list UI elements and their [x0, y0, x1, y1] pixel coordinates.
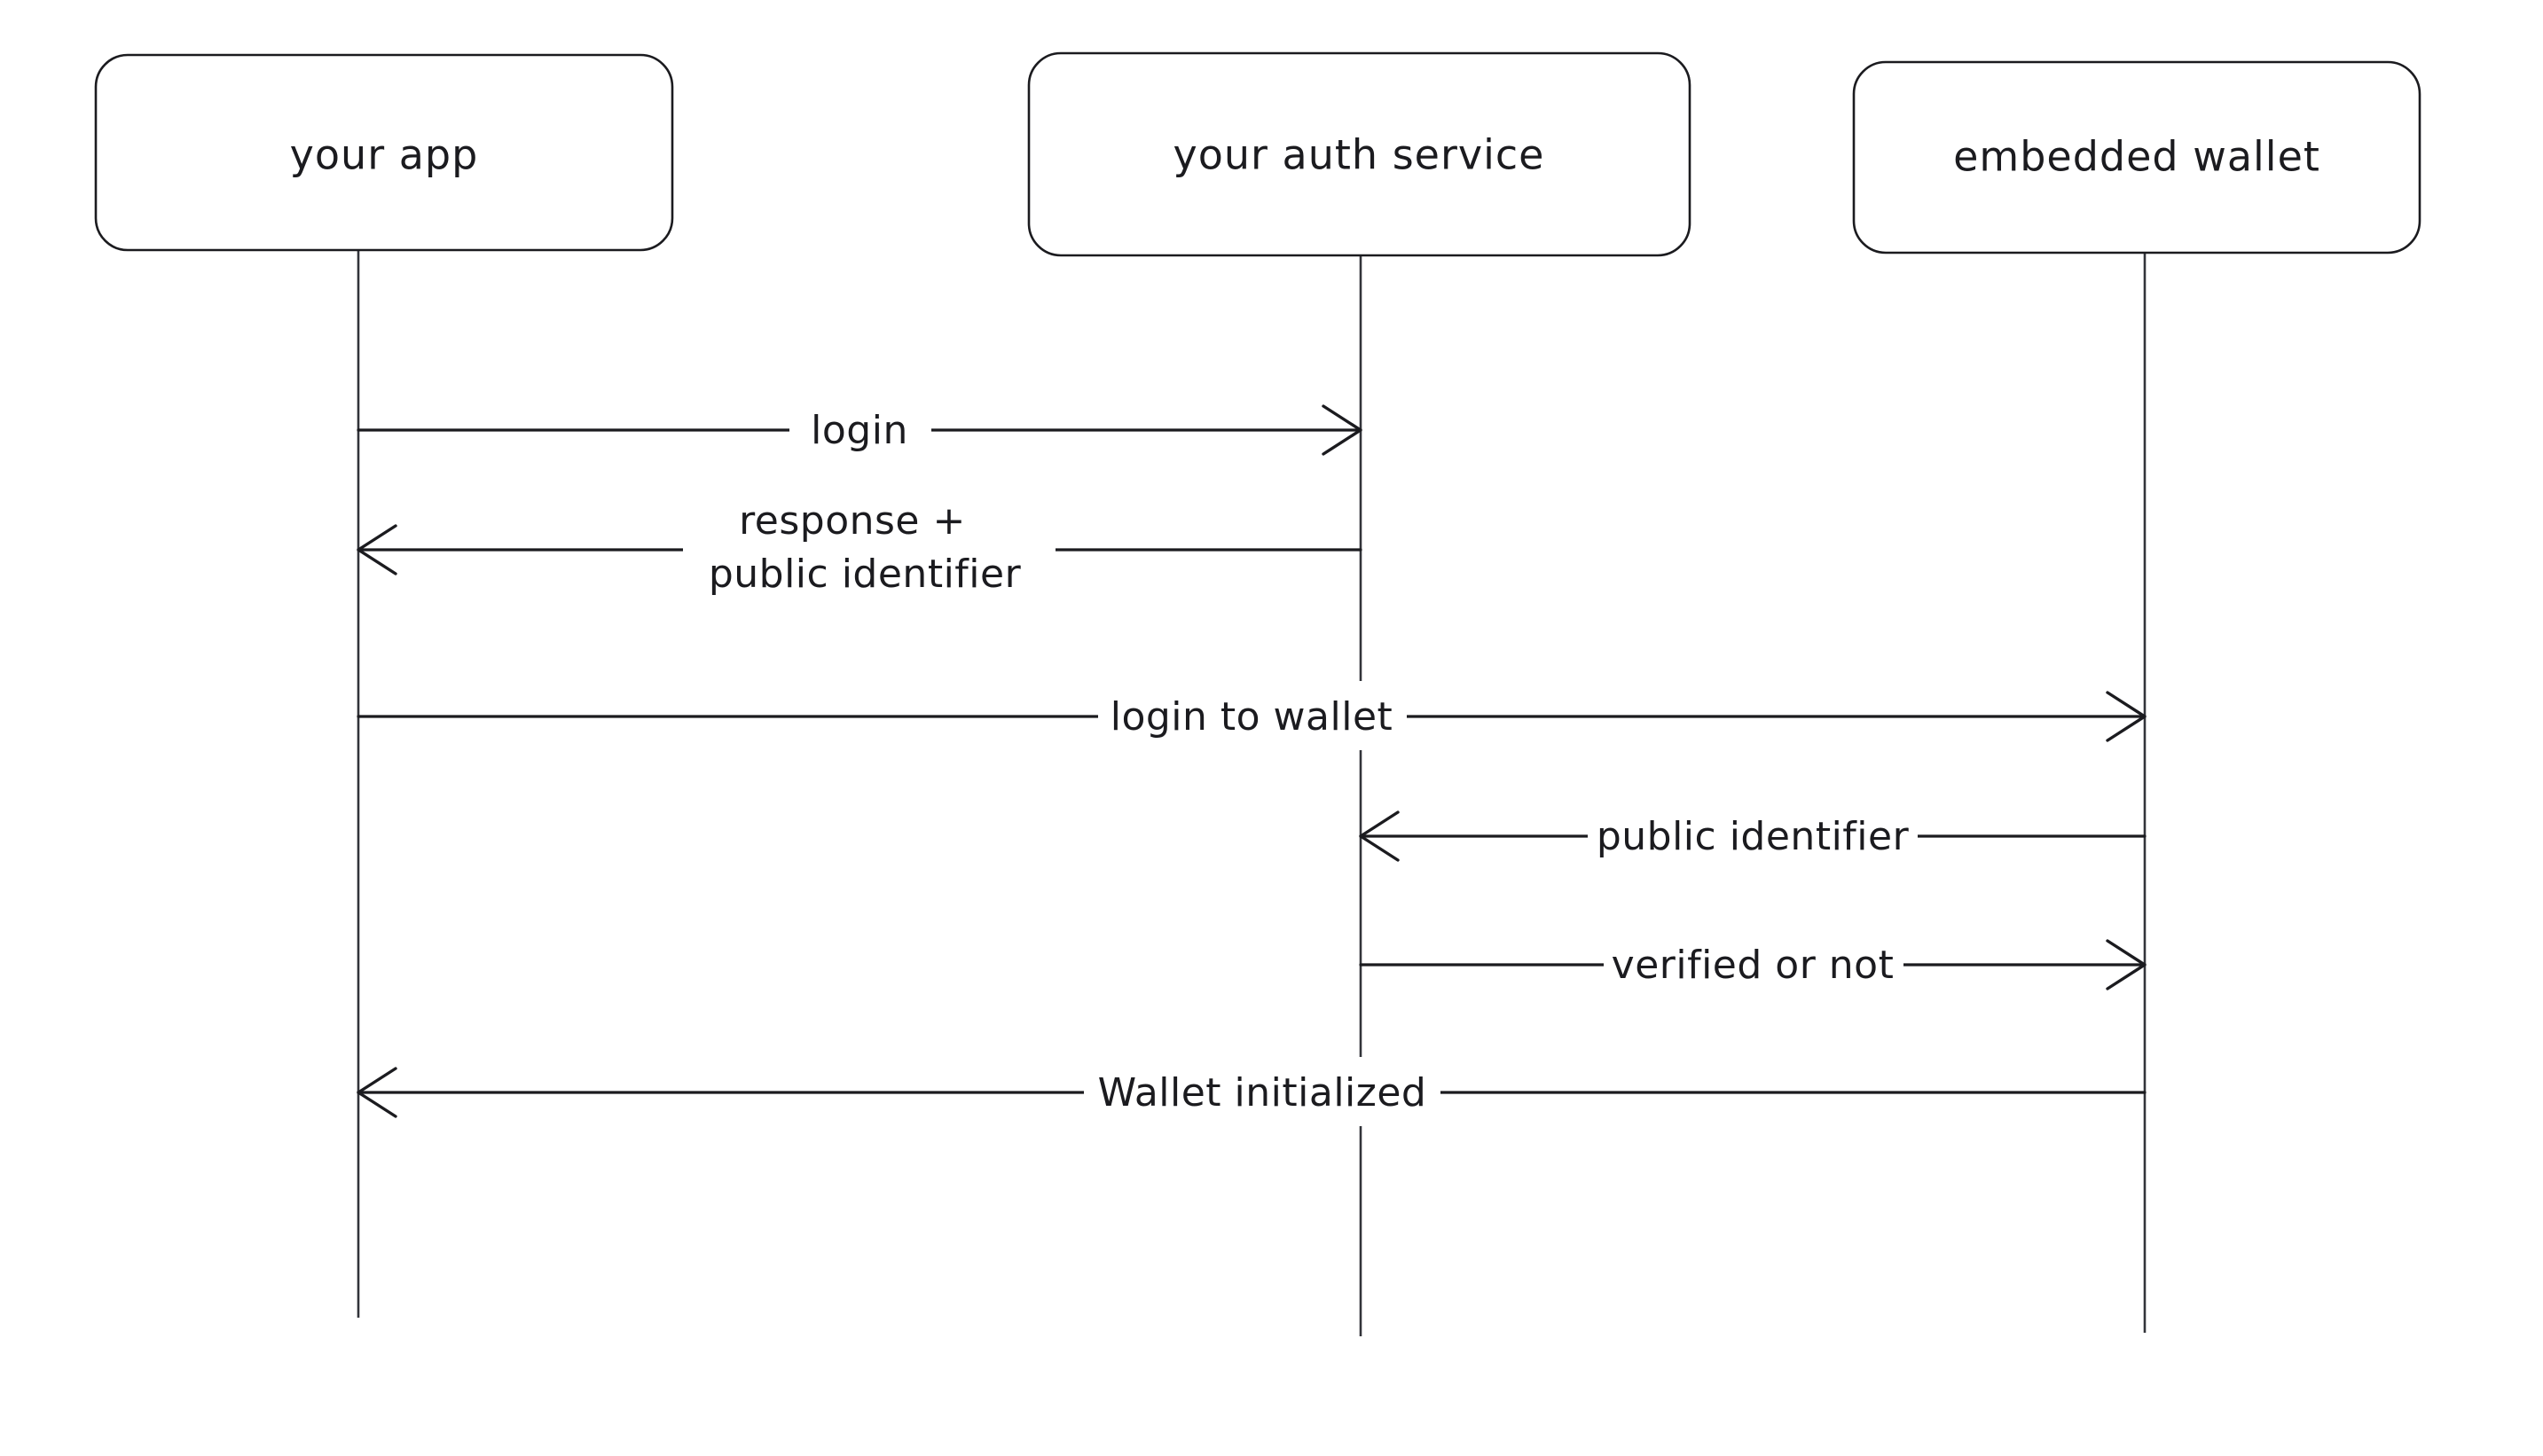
message-login-to-wallet[interactable]: login to wallet	[357, 681, 2147, 750]
message-label-verified-or-not: verified or not	[1612, 943, 1895, 988]
message-public-identifier[interactable]: public identifier	[1359, 801, 2147, 870]
participant-auth[interactable]: your auth service	[1027, 51, 1691, 257]
arrowhead-left-public-identifier	[1359, 810, 1400, 862]
arrowhead-left-response-public-identifier	[357, 524, 397, 575]
arrowhead-right-login	[1322, 404, 1362, 456]
message-response-public-identifier[interactable]: response + public identifier	[357, 498, 1362, 599]
message-label-public-identifier: public identifier	[1597, 814, 1910, 859]
participant-app[interactable]: your app	[94, 53, 674, 252]
message-label-bg-verified-or-not	[1604, 929, 1903, 998]
message-label-response-line1: response +	[739, 498, 966, 544]
message-label-bg-login	[789, 395, 931, 464]
arrowhead-right-login-to-wallet	[2106, 691, 2147, 742]
participant-wallet[interactable]: embedded wallet	[1852, 60, 2421, 254]
message-label-login: login	[811, 408, 908, 453]
arrowhead-right-verified-or-not	[2106, 939, 2147, 990]
message-label-bg-response-public-identifier	[683, 504, 1056, 599]
arrowhead-left-wallet-initialized	[357, 1067, 397, 1118]
message-verified-or-not[interactable]: verified or not	[1359, 929, 2147, 998]
participant-box-wallet[interactable]	[1852, 60, 2421, 254]
message-label-bg-wallet-initialized	[1084, 1057, 1440, 1126]
participant-box-auth[interactable]	[1027, 51, 1691, 257]
message-label-login-to-wallet: login to wallet	[1111, 694, 1393, 740]
message-label-bg-login-to-wallet	[1098, 681, 1407, 750]
lifelines-group	[357, 250, 2147, 1336]
message-label-wallet-initialized: Wallet initialized	[1098, 1070, 1427, 1115]
message-wallet-initialized[interactable]: Wallet initialized	[357, 1057, 2147, 1126]
message-label-response-line2: public identifier	[709, 552, 1022, 597]
participant-box-app[interactable]	[94, 53, 674, 252]
message-label-bg-public-identifier	[1588, 801, 1918, 870]
message-login[interactable]: login	[357, 395, 1362, 464]
participant-label-wallet: embedded wallet	[1953, 133, 2320, 181]
participant-label-app: your app	[290, 131, 479, 179]
participant-label-auth: your auth service	[1173, 131, 1545, 179]
